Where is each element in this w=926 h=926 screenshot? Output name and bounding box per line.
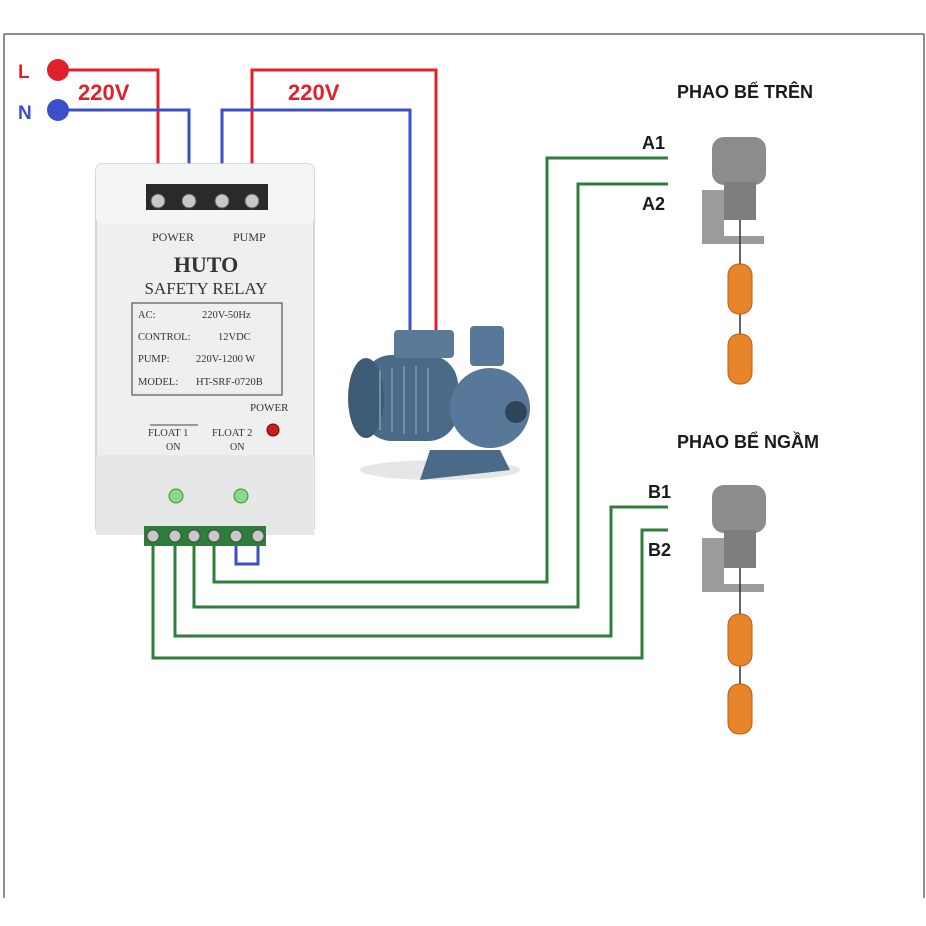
float-switch-housing — [712, 485, 766, 533]
float2-led-indicator — [233, 488, 249, 504]
spec-control-value: 12VDC — [218, 332, 251, 343]
lower-tank-title: PHAO BỂ NGẦM — [677, 431, 819, 452]
spec-model-value: HT-SRF-0720B — [196, 377, 263, 388]
terminal-screw-icon — [181, 193, 197, 209]
pump-volute — [450, 368, 530, 448]
wire-b2-label: B2 — [648, 540, 671, 560]
float-switch-bracket — [702, 538, 764, 592]
live-terminal-dot — [47, 59, 69, 81]
terminal-screw-icon — [207, 529, 221, 543]
wire-a1 — [212, 156, 668, 584]
lower-float-switch-icon — [702, 485, 766, 735]
terminal-power-label: POWER — [152, 230, 194, 244]
float-weight-top — [727, 613, 753, 667]
spec-control-key: CONTROL: — [138, 332, 191, 343]
pump-voltage-label: 220V — [288, 80, 340, 105]
pump-outlet — [470, 326, 504, 366]
safety-relay: POWER PUMP HUTO SAFETY RELAY AC: 220V-50… — [95, 163, 315, 546]
spec-pump-key: PUMP: — [138, 354, 170, 365]
pump-motor — [362, 355, 458, 441]
pump-inlet — [505, 401, 527, 423]
bottom-terminal-strip — [144, 526, 266, 546]
pump-motor-end — [348, 358, 384, 438]
terminal-screw-icon — [150, 193, 166, 209]
supply-wires — [58, 68, 438, 332]
live-wire-pump — [250, 68, 438, 332]
float-switch-neck — [724, 530, 756, 568]
terminal-screw-icon — [168, 529, 182, 543]
pump-base — [420, 450, 510, 480]
neutral-wire-pump — [220, 108, 412, 332]
wire-b2 — [151, 528, 668, 660]
wire-a2-label: A2 — [642, 194, 665, 214]
top-terminal-block — [146, 184, 268, 210]
float1-label: FLOAT 1 — [148, 428, 188, 439]
relay-bottom-section — [96, 455, 314, 535]
wire-a2 — [192, 182, 668, 609]
wire-b1-label: B1 — [648, 482, 671, 502]
terminal-screw-icon — [214, 193, 230, 209]
spec-box — [131, 302, 283, 396]
terminal-screw-icon — [229, 529, 243, 543]
upper-tank-title: PHAO BỂ TRÊN — [677, 81, 813, 102]
float-switch-bracket — [702, 190, 764, 244]
wire-b1 — [173, 505, 668, 638]
pump-terminal-box — [394, 330, 454, 358]
spec-model-key: MODEL: — [138, 377, 178, 388]
spec-ac-key: AC: — [138, 310, 156, 321]
power-led-label: POWER — [250, 402, 289, 414]
wire-a1-label: A1 — [642, 133, 665, 153]
spec-pump-value: 220V-1200 W — [196, 354, 255, 365]
bottom-terminal-block — [144, 526, 266, 546]
live-wire-power — [58, 68, 160, 192]
float-weight-top — [727, 263, 753, 315]
control-wires — [151, 156, 668, 660]
bridge-jumper — [234, 540, 260, 566]
float-switch-housing — [712, 137, 766, 185]
live-label: L — [18, 62, 30, 83]
float2-label: FLOAT 2 — [212, 428, 252, 439]
terminal-screw-icon — [251, 529, 265, 543]
relay-product-name: SAFETY RELAY — [145, 279, 268, 298]
terminal-screw-icon — [187, 529, 201, 543]
relay-brand: HUTO — [174, 252, 238, 277]
upper-float-switch-icon — [702, 137, 766, 385]
power-led-indicator — [266, 423, 280, 437]
float1-led-indicator — [168, 488, 184, 504]
float-weight-bottom — [727, 333, 753, 385]
power-voltage-label: 220V — [78, 80, 130, 105]
neutral-terminal-dot — [47, 99, 69, 121]
neutral-label: N — [18, 103, 32, 124]
float1-state: ON — [166, 442, 180, 453]
terminal-pump-label: PUMP — [233, 230, 266, 244]
spec-ac-value: 220V-50Hz — [202, 310, 251, 321]
float-weight-bottom — [727, 683, 753, 735]
float-switch-neck — [724, 182, 756, 220]
float2-state: ON — [230, 442, 244, 453]
terminal-screw-icon — [244, 193, 260, 209]
water-pump-icon — [348, 326, 530, 480]
terminal-screw-icon — [146, 529, 160, 543]
